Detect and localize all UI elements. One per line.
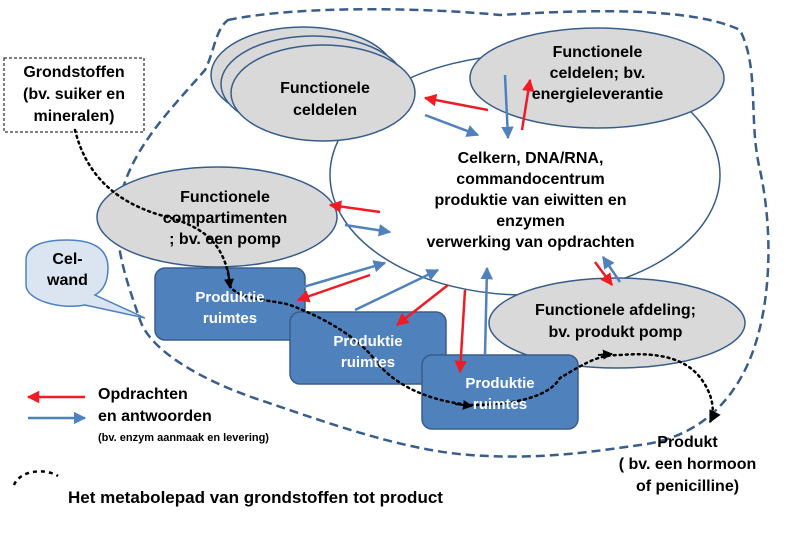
blue-arrow — [501, 74, 514, 140]
produkt-label: Produkt ( bv. een hormoon of penicilline… — [618, 434, 757, 495]
blue-arrow — [299, 260, 387, 290]
blue-arrow — [354, 268, 440, 312]
path-arrow-a — [224, 269, 234, 289]
kern-label: Celkern, DNA/RNA, commandocentrum produk… — [426, 150, 635, 251]
produktie-label-1: Produktie ruimtes — [195, 289, 265, 327]
red-arrow — [520, 78, 535, 131]
legend-pad: Het metabolepad van grondstoffen tot pro… — [68, 488, 443, 507]
produktie-label-3: Produktie ruimtes — [465, 375, 535, 413]
legend-voorbeeld: (bv. enzym aanmaak en levering) — [98, 432, 269, 444]
celdelen-left-label: Functionele celdelen — [280, 80, 370, 119]
produktie-box-3 — [421, 354, 579, 430]
red-arrow — [423, 93, 489, 112]
legend-antwoorden: en antwoorden — [98, 408, 212, 425]
blue-arrow — [424, 113, 480, 137]
celdelen-right-label: Functionele celdelen; bv. energieleveran… — [531, 44, 664, 103]
celdelen-stack-3 — [230, 44, 416, 142]
celwand-label: Cel- wand — [47, 251, 88, 289]
celwand-callout — [25, 239, 146, 319]
celdelen-energie-ellipse — [469, 27, 725, 129]
afdeling-label: Functionele afdeling; bv. produkt pomp — [535, 302, 696, 341]
red-arrow — [593, 261, 614, 287]
compartimenten-ellipse — [96, 166, 338, 268]
grondstoffen-label: Grondstoffen (bv. suiker en mineralen) — [23, 64, 125, 125]
red-arrows — [296, 78, 614, 374]
blue-arrow — [601, 255, 622, 283]
red-arrow — [296, 273, 371, 303]
path-arrow-c — [597, 349, 613, 360]
grondstoffen-box — [3, 57, 145, 133]
compartimenten-label: Functionele compartimenten ; bv. een pom… — [162, 189, 288, 248]
blue-arrow — [344, 223, 392, 237]
red-arrow — [396, 284, 449, 326]
produktie-box-2 — [289, 311, 447, 385]
red-arrow — [454, 289, 467, 374]
produktie-label-2: Produktie ruimtes — [333, 333, 403, 371]
legend-opdrachten: Opdrachten — [98, 386, 188, 403]
blue-arrows — [299, 74, 622, 356]
metabolic-path — [73, 128, 721, 424]
path-arrow-b — [454, 399, 473, 410]
produktie-box-1 — [154, 267, 306, 341]
legend-path-line — [12, 470, 59, 486]
blue-arrow — [480, 266, 493, 356]
red-arrow — [328, 200, 381, 214]
